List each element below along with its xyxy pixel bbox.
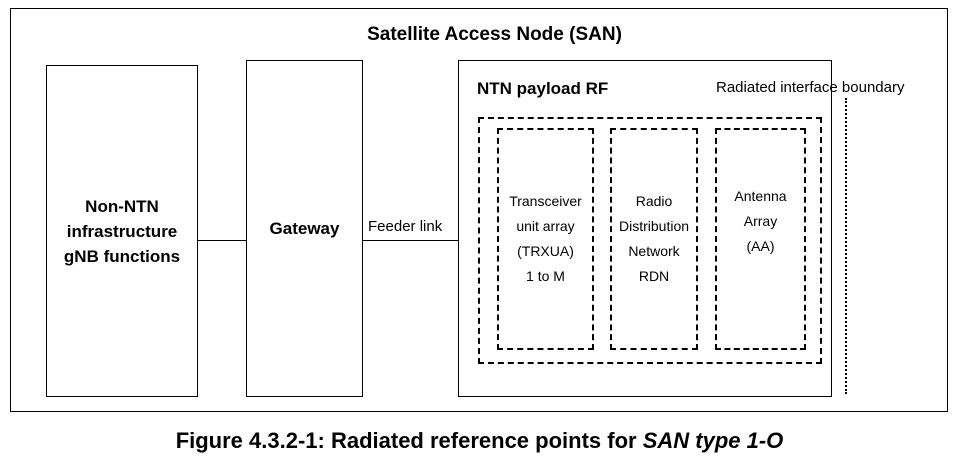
caption-emphasis: SAN type 1-O [642, 428, 784, 453]
radiated-boundary-label: Radiated interface boundary [716, 79, 905, 96]
antenna-array-block: Antenna Array (AA) [715, 128, 806, 350]
radiated-boundary-line [845, 98, 847, 394]
feeder-link-line [362, 240, 459, 241]
san-frame [10, 8, 948, 412]
ntn-payload-rf-frame [458, 60, 832, 397]
trxua-line-3: (TRXUA) [517, 243, 574, 259]
trxua-line-2: unit array [516, 218, 575, 234]
rdn-line-3: Network [628, 243, 680, 259]
rdn-line-2: Distribution [618, 218, 690, 234]
san-title: Satellite Access Node (SAN) [367, 24, 622, 45]
rdn-line-4: RDN [638, 268, 670, 284]
gnb-gateway-connector [197, 240, 247, 241]
gnb-line-2: infrastructure [66, 221, 178, 241]
gnb-functions-block: Non-NTN infrastructure gNB functions [46, 65, 198, 397]
gateway-block: Gateway [246, 60, 363, 397]
gnb-line-3: gNB functions [63, 246, 181, 266]
aa-line-1: Antenna [734, 187, 787, 204]
gnb-line-1: Non-NTN [85, 196, 159, 216]
trxua-block: Transceiver unit array (TRXUA) 1 to M [497, 128, 594, 350]
trxua-line-1: Transceiver [509, 193, 582, 209]
rdn-block: Radio Distribution Network RDN [610, 128, 698, 350]
trxua-line-4: 1 to M [526, 268, 565, 284]
aa-line-2: Array [743, 212, 778, 229]
rdn-line-1: Radio [635, 193, 673, 209]
figure-caption: Figure 4.3.2-1: Radiated reference point… [0, 428, 959, 454]
gateway-label: Gateway [269, 218, 340, 238]
rf-dashed-enclosure [478, 117, 822, 364]
caption-prefix: Figure 4.3.2-1: Radiated reference point… [175, 428, 643, 453]
feeder-link-label: Feeder link [368, 218, 443, 235]
ntn-payload-rf-title: NTN payload RF [477, 79, 609, 98]
aa-line-3: (AA) [746, 237, 775, 254]
